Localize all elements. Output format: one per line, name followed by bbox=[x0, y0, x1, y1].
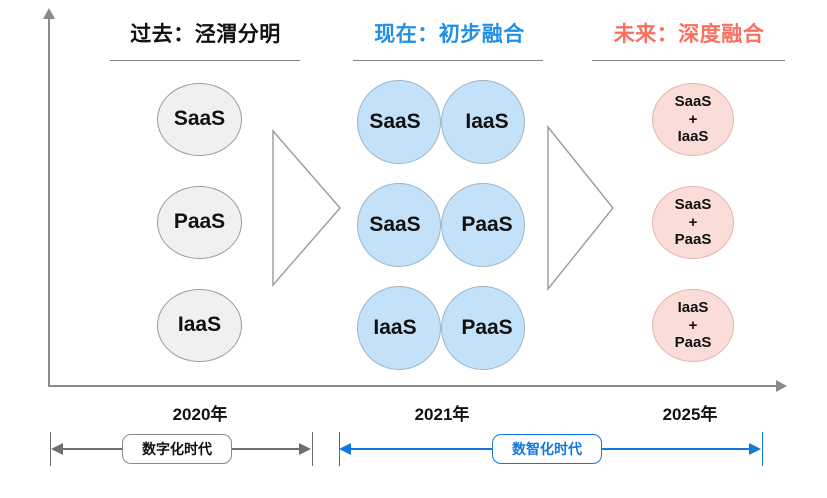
circle-past-iaas: IaaS bbox=[157, 289, 242, 362]
horizontal-axis-arrow-icon bbox=[776, 380, 787, 392]
venn-label-right: PaaS bbox=[461, 316, 513, 339]
circle-future-saas-iaas: SaaS + IaaS bbox=[652, 83, 734, 156]
venn-label-right: IaaS bbox=[465, 110, 509, 133]
venn-lobe-right bbox=[441, 80, 525, 164]
vertical-axis-arrow-icon bbox=[43, 8, 55, 19]
circle-past-saas: SaaS bbox=[157, 83, 242, 156]
era-tick-left-digital bbox=[50, 432, 51, 466]
venn-lobe-left bbox=[357, 286, 441, 370]
era-label-intelligent: 数智化时代 bbox=[492, 434, 602, 464]
circle-line-3: PaaS bbox=[674, 231, 712, 249]
column-rule-future bbox=[592, 60, 785, 61]
circle-line-2: + bbox=[688, 110, 698, 128]
circle-future-iaas-paas: IaaS + PaaS bbox=[652, 289, 734, 362]
venn-saas-iaas: SaaS IaaS bbox=[357, 80, 525, 164]
circle-line-3: IaaS bbox=[677, 128, 709, 146]
column-title-past: 过去：泾渭分明 bbox=[130, 23, 281, 46]
venn-lobe-left bbox=[357, 183, 441, 267]
era-tick-right-intelligent bbox=[762, 432, 763, 466]
era-label-digital: 数字化时代 bbox=[122, 434, 232, 464]
venn-lobe-right bbox=[441, 183, 525, 267]
circle-line-1: IaaS bbox=[677, 298, 709, 316]
venn-saas-paas: SaaS PaaS bbox=[357, 183, 525, 267]
circle-line-2: + bbox=[688, 316, 698, 334]
era-arrow-right-intelligent-icon bbox=[749, 443, 761, 455]
era-arrow-right-digital-icon bbox=[299, 443, 311, 455]
era-arrow-left-digital-icon bbox=[51, 443, 63, 455]
vertical-axis-line bbox=[48, 18, 50, 387]
venn-lobe-left bbox=[357, 80, 441, 164]
year-label-2025: 2025年 bbox=[662, 405, 718, 424]
circle-line-1: SaaS bbox=[674, 92, 712, 110]
transition-arrow-past-to-present bbox=[270, 128, 345, 288]
column-rule-past bbox=[110, 60, 300, 61]
era-tick-right-digital bbox=[312, 432, 313, 466]
horizontal-axis-line bbox=[48, 385, 778, 387]
year-label-2020: 2020年 bbox=[172, 405, 228, 424]
circle-line-3: PaaS bbox=[674, 334, 712, 352]
era-arrow-left-intelligent-icon bbox=[339, 443, 351, 455]
venn-lobe-right bbox=[441, 286, 525, 370]
venn-label-left: SaaS bbox=[369, 213, 421, 236]
circle-future-saas-paas: SaaS + PaaS bbox=[652, 186, 734, 259]
column-title-present: 现在：初步融合 bbox=[374, 23, 525, 46]
circle-line-1: SaaS bbox=[674, 195, 712, 213]
circle-line-2: + bbox=[688, 213, 698, 231]
circle-past-paas: PaaS bbox=[157, 186, 242, 259]
column-rule-present bbox=[353, 60, 543, 61]
venn-iaas-paas: IaaS PaaS bbox=[357, 286, 525, 370]
year-label-2021: 2021年 bbox=[414, 405, 470, 424]
venn-label-right: PaaS bbox=[461, 213, 513, 236]
venn-label-left: IaaS bbox=[373, 316, 417, 339]
transition-arrow-present-to-future bbox=[545, 124, 620, 292]
venn-label-left: SaaS bbox=[369, 110, 421, 133]
column-title-future: 未来：深度融合 bbox=[613, 23, 765, 46]
